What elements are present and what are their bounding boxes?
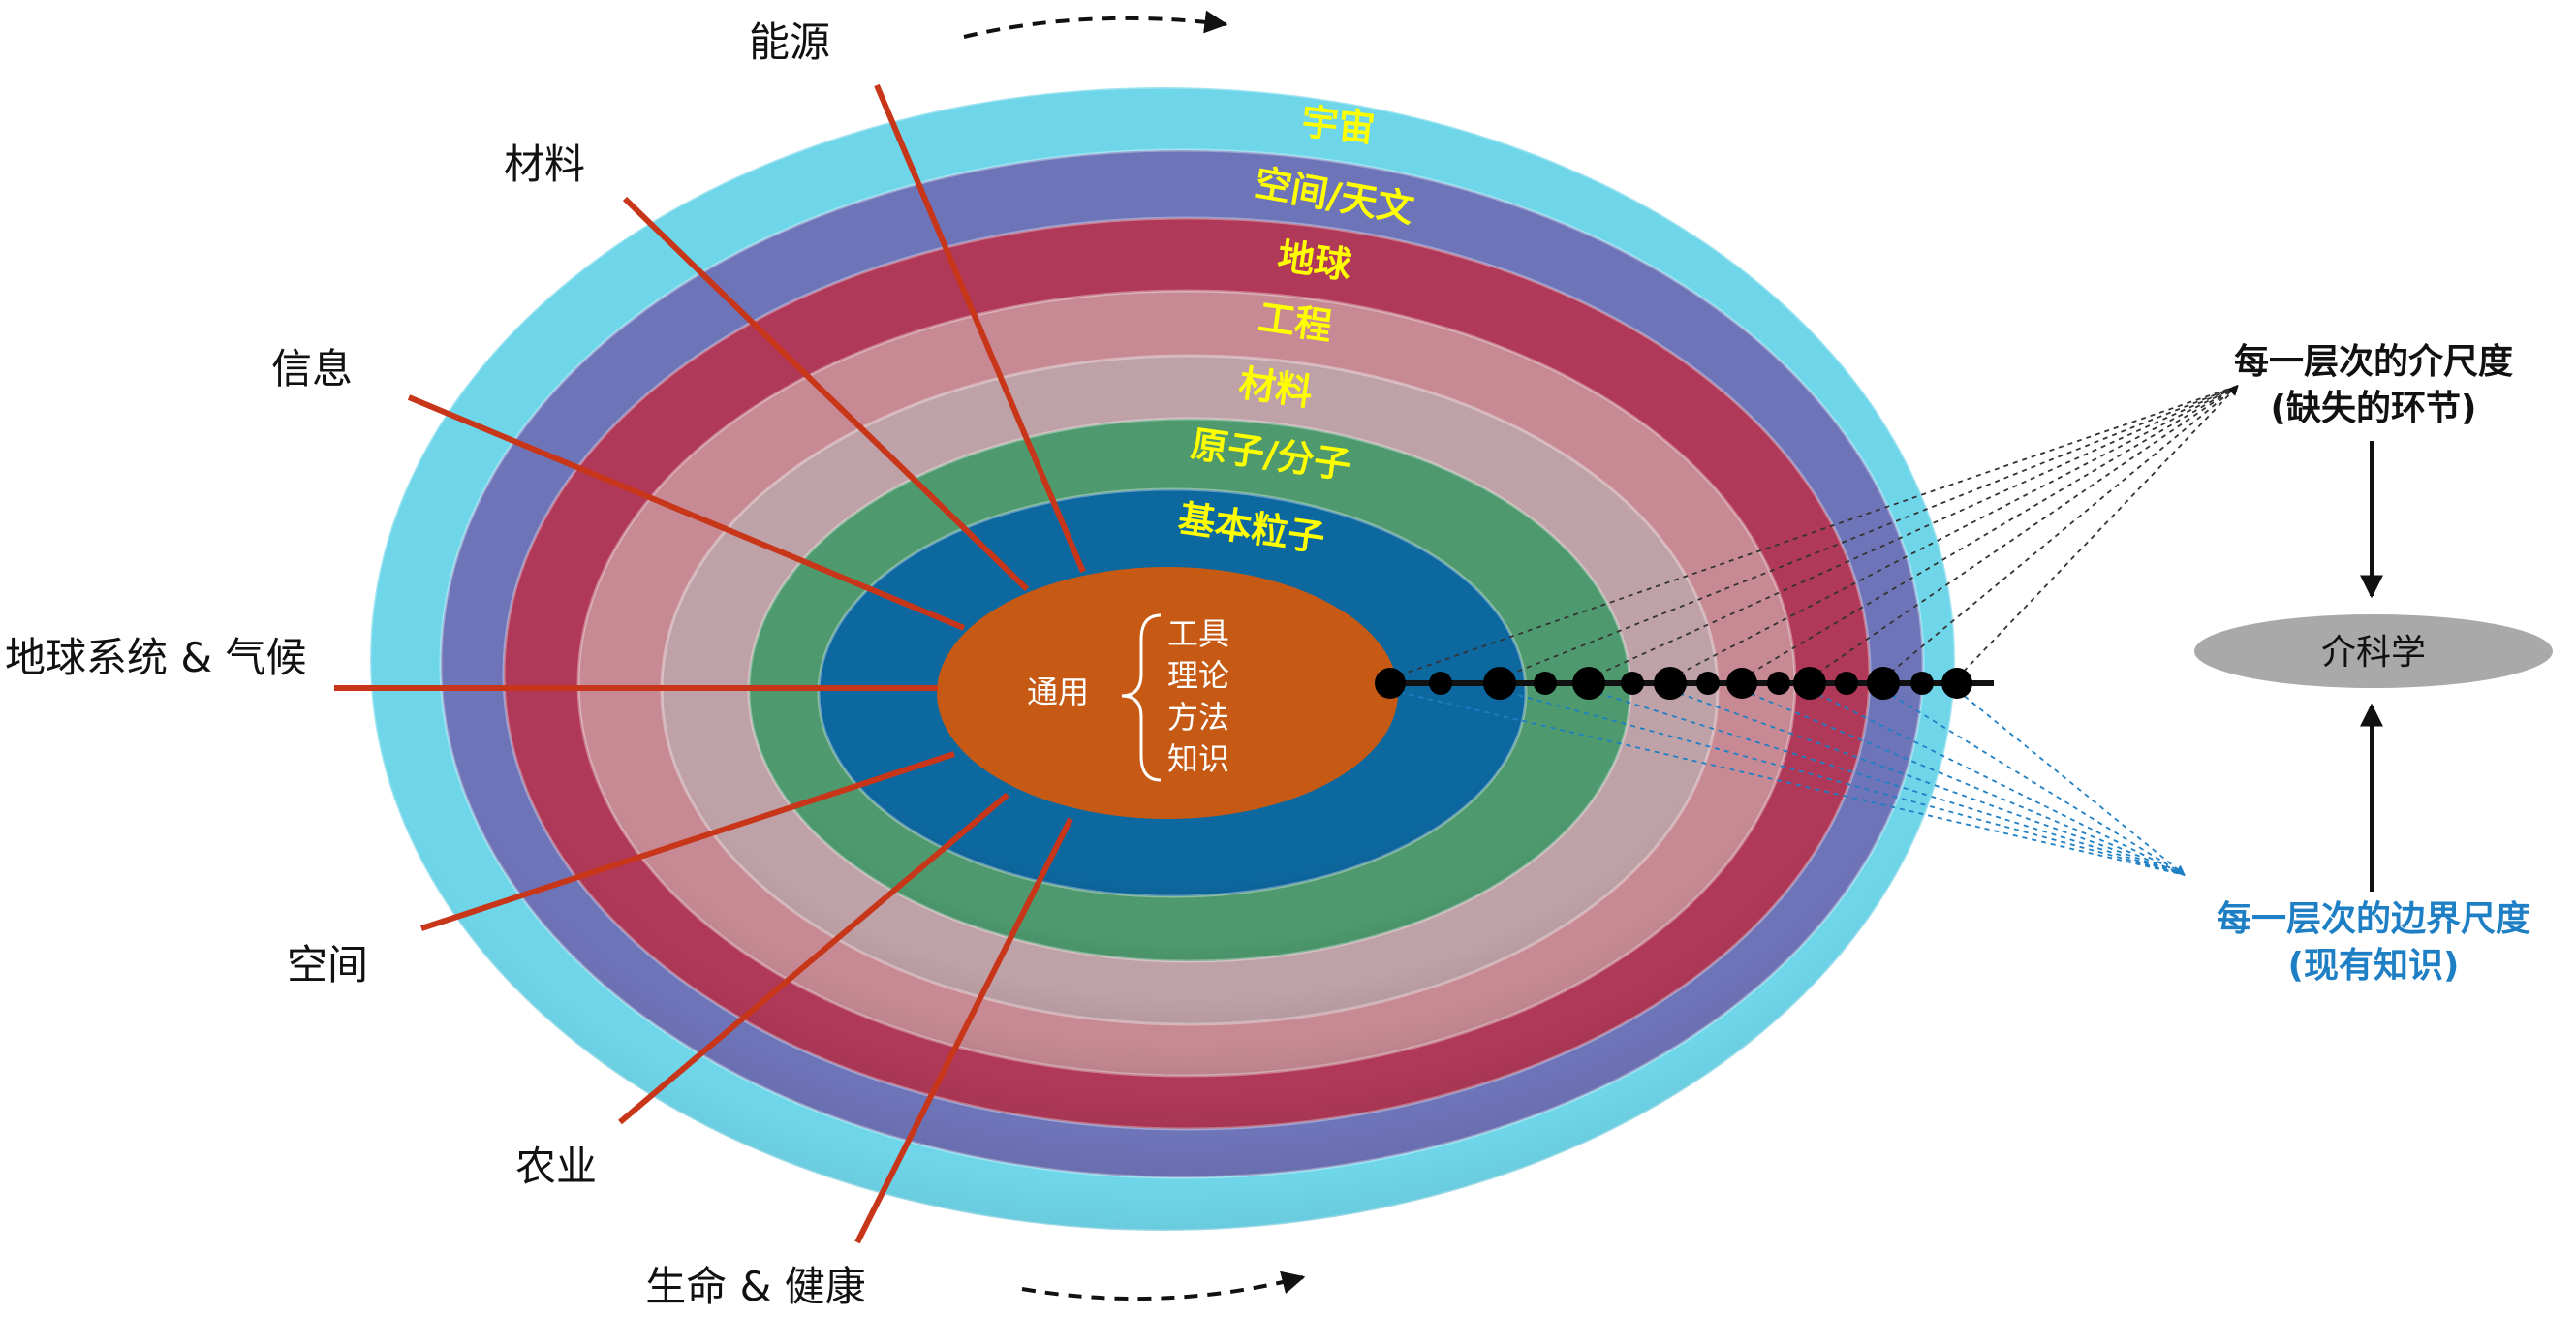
ring-label-earth: 地球 — [1275, 235, 1354, 287]
spoke-materials — [622, 196, 1030, 592]
ring-label-engineering: 工程 — [1256, 296, 1334, 348]
sector-label-space: 空间 — [287, 941, 368, 988]
spokes-group — [334, 83, 1086, 1244]
spoke-agriculture — [618, 792, 1009, 1125]
core-brace-icon — [1121, 613, 1162, 782]
core-item-tools: 工具 — [1167, 615, 1229, 652]
mesoscale-fan-line — [1588, 385, 2239, 679]
fan-lines — [1389, 385, 2239, 876]
mesoscale-fan-line — [1499, 385, 2239, 679]
core-ellipse — [937, 567, 1398, 819]
boundary-fan-line — [1389, 689, 2186, 876]
scale-dot — [1793, 667, 1826, 700]
scale-dots — [1375, 667, 1972, 700]
scale-dot — [1835, 672, 1858, 695]
sector-label-life-health: 生命 & 健康 — [645, 1263, 865, 1310]
boundary-fan-line — [1588, 689, 2186, 876]
scale-dot — [1621, 672, 1644, 695]
scale-dot — [1726, 668, 1757, 699]
boundary-label-line1: 每一层次的边界尺度 — [2217, 899, 2530, 939]
scale-dot — [1572, 667, 1605, 700]
scale-dot — [1767, 672, 1790, 695]
sector-label-earth-climate: 地球系统 & 气候 — [5, 634, 306, 681]
sector-label-energy: 能源 — [749, 18, 830, 66]
mesoscience-ellipse — [2194, 614, 2553, 688]
mesoscale-label-line1: 每一层次的介尺度 — [2234, 342, 2513, 382]
mesoscale-fan-line — [1389, 385, 2239, 679]
boundary-fan-line — [1809, 689, 2186, 876]
boundary-label-line2: (现有知识) — [2288, 946, 2460, 986]
spoke-space — [420, 751, 955, 931]
mesoscale-fan-line — [1956, 385, 2239, 679]
spoke-information — [407, 394, 966, 631]
mesoscale-label-line2: (缺失的环节) — [2271, 389, 2477, 428]
scale-dot — [1867, 667, 1900, 700]
scale-dot — [1534, 672, 1557, 695]
boundary-fan-line — [1882, 689, 2186, 876]
boundary-fan-line — [1956, 689, 2186, 876]
core-label: 通用 — [1027, 674, 1089, 710]
ring-label-universe: 宇宙 — [1299, 100, 1377, 150]
spoke-energy — [874, 83, 1086, 574]
bottom-rotation-arrow — [1021, 1270, 1306, 1301]
scale-dot — [1910, 672, 1934, 695]
scale-dot — [1483, 667, 1516, 700]
scale-dot — [1941, 668, 1972, 699]
mesoscience-label: 介科学 — [2321, 633, 2426, 673]
core-item-knowledge: 知识 — [1167, 740, 1229, 777]
boundary-fan-line — [1741, 689, 2186, 876]
core-item-theory: 理论 — [1167, 657, 1229, 694]
sector-label-materials: 材料 — [504, 141, 585, 188]
core-item-methods: 方法 — [1167, 699, 1229, 736]
boundary-fan-line — [1669, 689, 2186, 876]
scale-dot — [1696, 672, 1720, 695]
scale-dot — [1375, 668, 1406, 699]
sector-label-information: 信息 — [271, 345, 353, 392]
spoke-life-health — [854, 817, 1073, 1244]
scale-dot — [1654, 667, 1687, 700]
boundary-fan-line — [1499, 689, 2186, 876]
ring-label-materials: 材料 — [1236, 361, 1315, 414]
top-rotation-arrow — [963, 10, 1228, 39]
scale-dot — [1429, 672, 1452, 695]
sector-label-agriculture: 农业 — [515, 1143, 597, 1190]
